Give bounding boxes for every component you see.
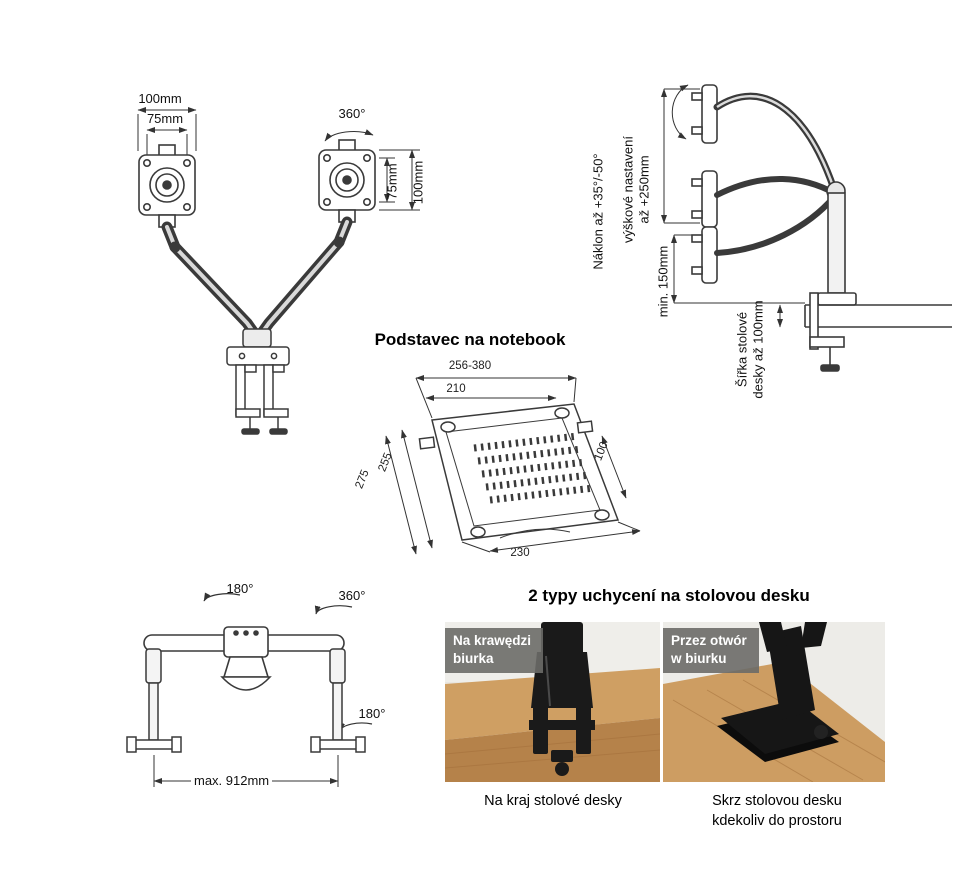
arm-positions <box>713 92 838 256</box>
dim-label-vesa-width-outer: 100mm <box>138 91 182 106</box>
grommet-mount-badge: Przez otwór w biurku <box>663 628 759 673</box>
grommet-badge-line1: Przez otwór <box>671 633 747 648</box>
notebook-section-title: Podstavec na notebook <box>374 330 566 349</box>
column-left-top-view <box>126 648 182 753</box>
photo-edge-mount: Na krawędzi biurka <box>445 622 660 782</box>
pole-and-desk-clamp <box>804 181 952 372</box>
dim-label-vesa-height-inner: 75mm <box>384 163 400 200</box>
dim-label-vesa-height-outer: 100mm <box>410 160 426 205</box>
front-view-drawing <box>137 107 420 435</box>
grommet-mount-caption: Skrz stolovou desku kdekoliv do prostoru <box>667 791 887 831</box>
monitor-plate-positions <box>691 84 718 284</box>
dim-label-nb-bottom-width: 230 <box>510 547 530 559</box>
grommet-caption-line1: Skrz stolovou desku <box>712 793 842 809</box>
dim-label-tilt: Náklon až +35°/-50° <box>590 153 606 270</box>
dim-label-desk-thickness-line1: Šířka stolové <box>734 311 750 388</box>
front-dimension-lines <box>137 107 420 211</box>
dim-label-rotation-360: 360° <box>338 106 366 121</box>
c-clamp-right <box>263 364 289 435</box>
column-right-top-view <box>310 648 366 753</box>
arms-top-view <box>143 626 345 691</box>
notebook-tray-drawing <box>385 375 641 555</box>
photo-grommet-mount: Przez otwór w biurku <box>663 622 885 782</box>
edge-mount-caption: Na kraj stolové desky <box>484 793 622 809</box>
c-clamp-left <box>235 364 261 435</box>
vesa-plate-right <box>318 139 376 223</box>
grommet-mount-silhouette <box>717 622 839 762</box>
dim-label-rot-left-180: 180° <box>226 581 254 596</box>
side-dimension-lines <box>661 84 805 328</box>
dim-label-vesa-width-inner: 75mm <box>146 111 184 126</box>
dim-label-nb-width-inner: 210 <box>446 383 466 395</box>
edge-mount-badge: Na krawędzi biurka <box>445 628 544 673</box>
notebook-tray <box>418 403 620 541</box>
edge-badge-line2: biurka <box>453 651 494 666</box>
side-view-drawing <box>661 84 952 372</box>
dim-label-rot-center-360: 360° <box>338 588 366 603</box>
vesa-plate-left <box>138 144 196 228</box>
dim-label-height-adjust-line1: výškové nastavení <box>620 136 636 243</box>
mounting-section-title: 2 typy uchycení na stolovou desku <box>528 586 810 605</box>
notebook-dimension-lines <box>385 375 641 555</box>
dim-label-min-height: min. 150mm <box>655 245 671 318</box>
grommet-badge-line2: w biurku <box>671 651 727 666</box>
dim-label-nb-width-range: 256-380 <box>448 360 492 372</box>
gas-spring-arm-left <box>161 221 263 343</box>
dim-label-max-span: max. 912mm <box>191 773 273 788</box>
max-span-value: max. 912mm <box>191 773 273 788</box>
edge-badge-line1: Na krawędzi <box>453 633 532 648</box>
center-desk-clamp <box>226 328 290 435</box>
gas-spring-arm-right <box>253 216 353 343</box>
dim-label-rot-right-180: 180° <box>358 706 386 721</box>
dim-label-height-adjust-line2: až +250mm <box>636 155 652 224</box>
top-view-drawing <box>126 592 373 787</box>
grommet-caption-line2: kdekoliv do prostoru <box>712 813 842 829</box>
dim-label-desk-thickness-line2: desky až 100mm <box>750 300 766 399</box>
